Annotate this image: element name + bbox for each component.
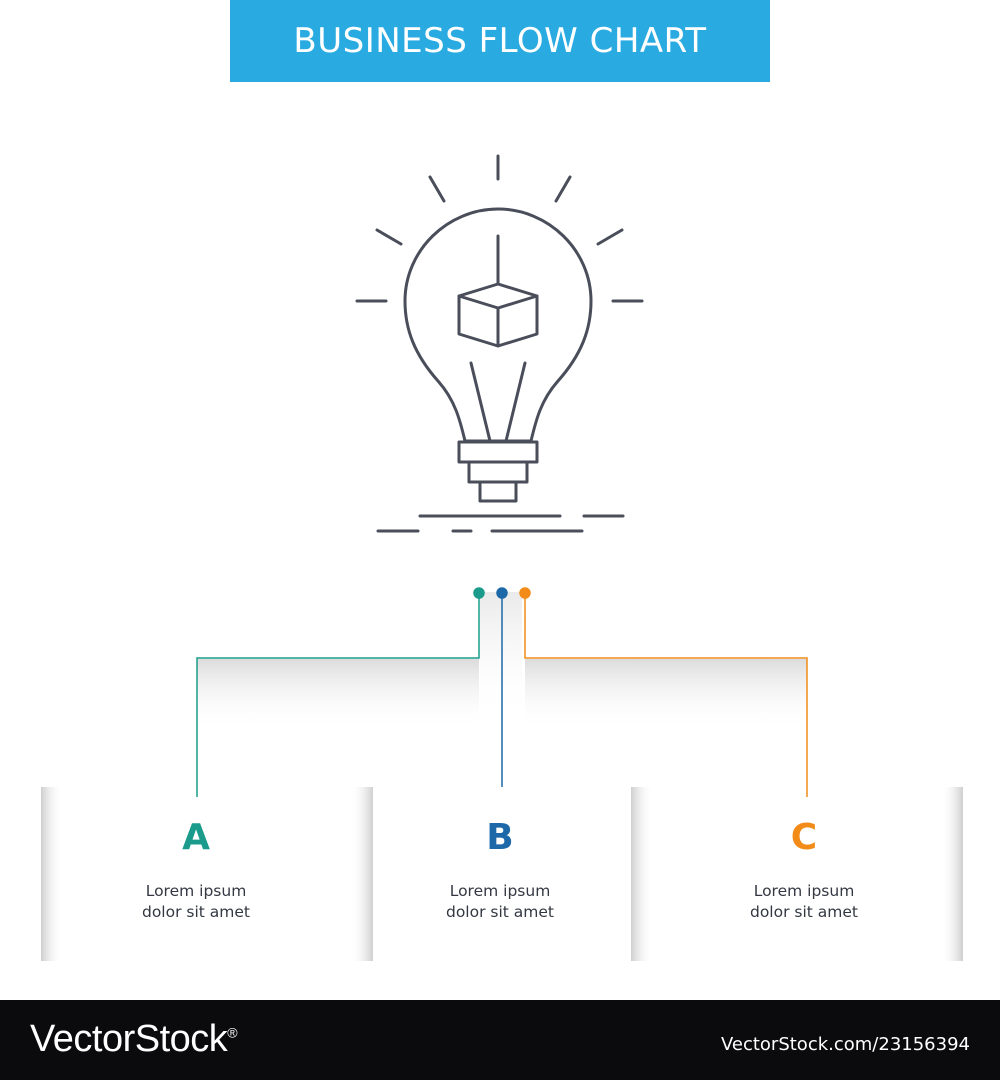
step-card-a: A Lorem ipsum dolor sit amet bbox=[41, 787, 351, 961]
step-text-c-line1: Lorem ipsum bbox=[753, 882, 855, 900]
connector-b bbox=[496, 587, 508, 787]
step-card-b: B Lorem ipsum dolor sit amet bbox=[345, 787, 655, 961]
connector-c bbox=[519, 587, 808, 797]
footer-logo: VectorStock® bbox=[30, 1018, 238, 1061]
step-letter-c: C bbox=[790, 817, 818, 858]
step-text-b-line2: dolor sit amet bbox=[445, 903, 554, 921]
step-letter-a: A bbox=[182, 817, 210, 858]
step-text-c-line2: dolor sit amet bbox=[749, 903, 858, 921]
step-text-a-line1: Lorem ipsum bbox=[145, 882, 247, 900]
registered-mark: ® bbox=[227, 1024, 238, 1041]
connector-a bbox=[196, 587, 485, 797]
flow-diagram bbox=[41, 154, 963, 961]
step-text-c: Lorem ipsum dolor sit amet bbox=[649, 881, 959, 923]
page-title: BUSINESS FLOW CHART bbox=[293, 21, 707, 61]
step-text-b-line1: Lorem ipsum bbox=[449, 882, 551, 900]
step-card-c: C Lorem ipsum dolor sit amet bbox=[649, 787, 959, 961]
footer-image-id: VectorStock.com/23156394 bbox=[720, 1034, 970, 1055]
step-text-a-line2: dolor sit amet bbox=[141, 903, 250, 921]
footer-logo-text: VectorStock bbox=[30, 1018, 228, 1060]
title-banner: BUSINESS FLOW CHART bbox=[230, 0, 770, 82]
step-text-a: Lorem ipsum dolor sit amet bbox=[41, 881, 351, 923]
step-letter-b: B bbox=[486, 817, 514, 858]
step-text-b: Lorem ipsum dolor sit amet bbox=[345, 881, 655, 923]
footer-bar: VectorStock® VectorStock.com/23156394 bbox=[0, 1000, 1000, 1080]
lightbulb-icon bbox=[355, 154, 644, 533]
